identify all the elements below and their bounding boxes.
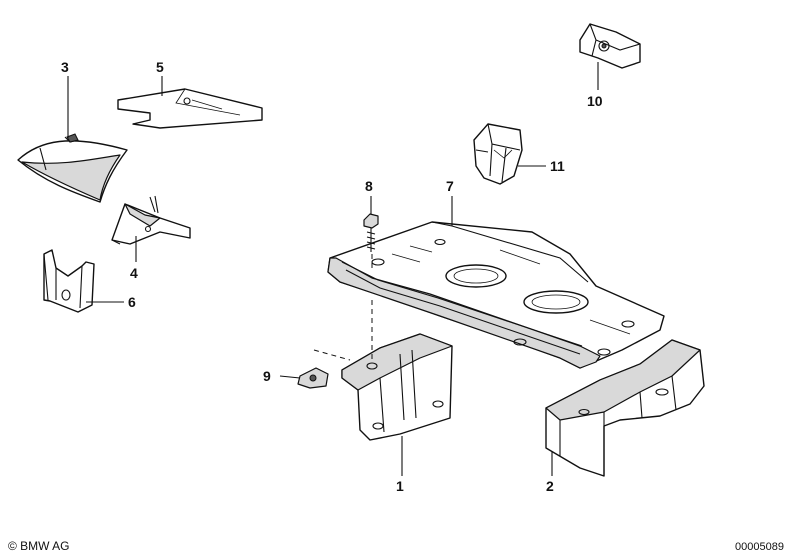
part-8-bolt [363, 213, 379, 270]
callout-10: 10 [587, 93, 603, 109]
callout-11: 11 [550, 158, 565, 174]
callout-5: 5 [156, 59, 164, 75]
part-11-clip [473, 123, 523, 185]
leader-lines [67, 62, 599, 476]
callout-7: 7 [446, 178, 454, 194]
part-2-side-rail [545, 339, 705, 477]
callout-1: 1 [396, 478, 404, 494]
callout-4: 4 [130, 265, 138, 281]
part-7-floor-panel [327, 221, 665, 369]
diagram-number: 00005089 [735, 541, 784, 553]
callout-6: 6 [128, 294, 136, 310]
part-3-cover [17, 133, 128, 203]
copyright-text: © BMW AG [8, 539, 70, 553]
part-9-clip-nut [297, 349, 351, 389]
part-4-bracket [111, 195, 191, 245]
part-5-plate [117, 88, 263, 129]
callout-9: 9 [263, 368, 271, 384]
part-10-clip-nut [579, 23, 641, 69]
callout-2: 2 [546, 478, 554, 494]
callout-3: 3 [61, 59, 69, 75]
part-6-bracket [43, 249, 95, 313]
leader-9 [279, 375, 301, 379]
part-1-support-bracket [341, 300, 453, 441]
callout-8: 8 [365, 178, 373, 194]
